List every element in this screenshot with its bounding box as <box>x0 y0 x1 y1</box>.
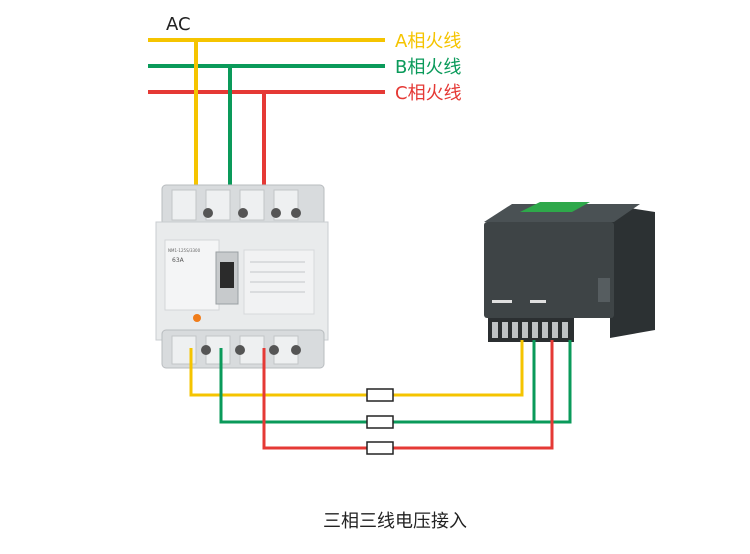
diagram-caption: 三相三线电压接入 <box>323 511 467 532</box>
breaker-rating: 63A <box>172 257 185 264</box>
phase-c-label: C相火线 <box>395 83 462 104</box>
phase-b-label: B相火线 <box>395 57 461 78</box>
phase-c-wire-to-meter <box>262 340 554 450</box>
phase-a-wire-to-meter <box>189 340 524 397</box>
power-meter <box>484 202 655 342</box>
fuse-phase-a <box>366 388 394 402</box>
fuse-phase-b <box>366 415 394 429</box>
phase-a-label: A相火线 <box>395 31 461 52</box>
breaker-model: NM1-125S/3300 <box>168 248 201 253</box>
ac-source-label: AC <box>166 14 191 35</box>
phase-b-wire-to-meter-2 <box>534 340 572 424</box>
fuse-phase-c <box>366 441 394 455</box>
circuit-breaker: 63A NM1-125S/3300 <box>155 184 329 369</box>
